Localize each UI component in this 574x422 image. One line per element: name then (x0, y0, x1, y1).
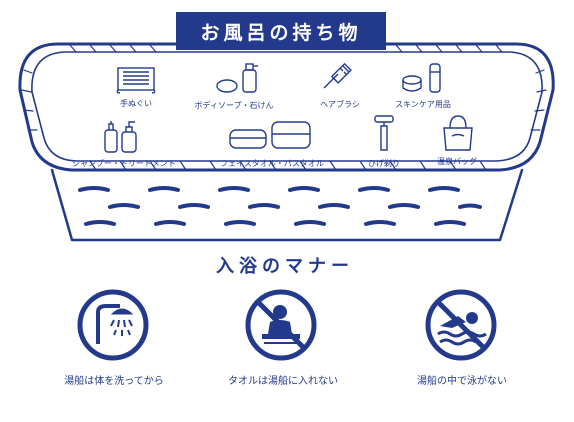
no-towel-in-bath-icon (245, 289, 317, 361)
no-swimming-icon (425, 289, 497, 361)
item-label-towels: フェイスタオル・バスタオル (220, 159, 324, 168)
belongings-banner: お風呂の持ち物 (176, 12, 386, 50)
item-label-onsen-bag: 温泉バッグ (437, 157, 477, 166)
manner-label-no-towel: タオルは湯船に入れない (228, 376, 338, 387)
razor-icon (374, 115, 394, 151)
item-label-razor: ひげ剃り (368, 159, 400, 168)
tenugui-towel-icon (116, 67, 156, 94)
item-label-body-soap: ボディソープ・石けん (194, 101, 274, 110)
manner-label-wash-first: 湯船は体を洗ってから (64, 376, 164, 387)
manner-label-no-swimming: 湯船の中で泳がない (417, 376, 507, 387)
manners-title: 入浴のマナー (216, 256, 354, 277)
skincare-jar-icon (402, 63, 441, 93)
body-soap-icon (216, 63, 258, 93)
shampoo-bottle-icon (104, 121, 137, 153)
shower-icon (77, 289, 149, 361)
item-label-tenugui: 手ぬぐい (120, 99, 152, 108)
basket-illustration (18, 42, 555, 242)
onsen-bag-icon (443, 115, 473, 151)
item-label-hairbrush: ヘアブラシ (320, 100, 360, 109)
item-label-skincare: スキンケア用品 (395, 100, 451, 109)
hairbrush-icon (323, 62, 352, 89)
item-label-shampoo: シャンプー・トリートメント (72, 159, 176, 168)
folded-towel-icon (229, 121, 311, 149)
